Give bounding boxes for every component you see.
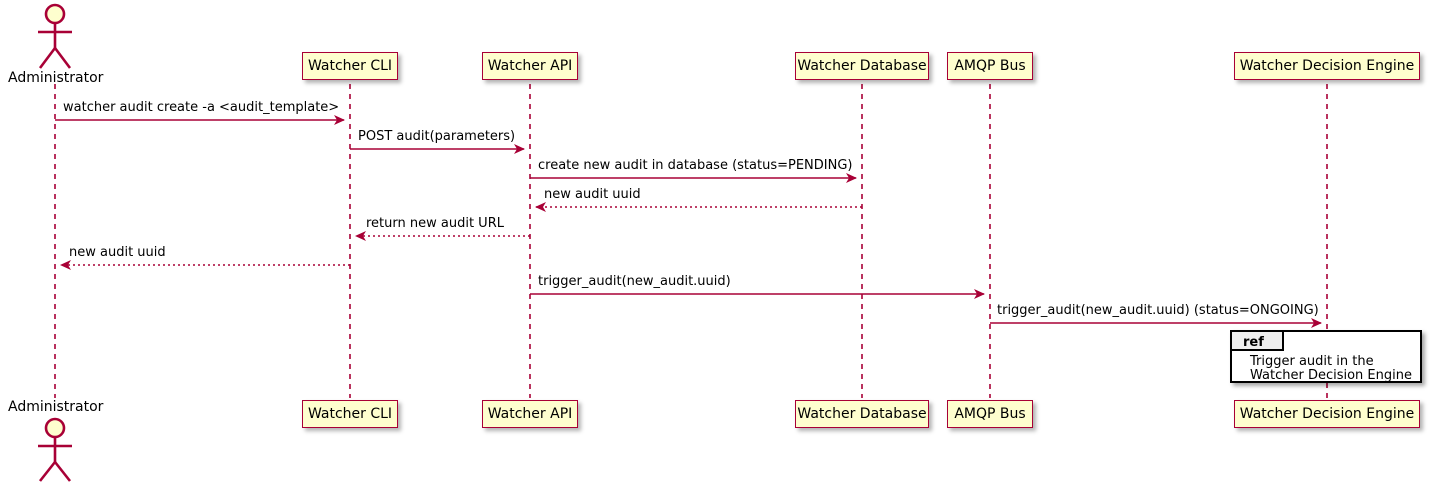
participant-box-amqp-bus-bottom[interactable]: AMQP Bus [947, 400, 1033, 428]
participant-box-watcher-decision-engine-top[interactable]: Watcher Decision Engine [1234, 52, 1420, 80]
actor-admin-bottom [38, 417, 72, 482]
ref-fragment-tab-label: ref [1243, 335, 1264, 350]
lifelines [54, 84, 1328, 398]
message-label-6: new audit uuid [69, 245, 166, 260]
message-label-4: new audit uuid [544, 187, 641, 202]
actor-label-admin-top: Administrator [8, 70, 104, 86]
message-label-7: trigger_audit(new_audit.uuid) [538, 274, 731, 289]
message-label-3: create new audit in database (status=PEN… [538, 158, 853, 173]
participant-box-watcher-cli-top[interactable]: Watcher CLI [302, 52, 398, 80]
participant-box-watcher-decision-engine-bottom[interactable]: Watcher Decision Engine [1234, 400, 1420, 428]
participant-box-watcher-database-bottom[interactable]: Watcher Database [795, 400, 929, 428]
ref-fragment-line-2: Watcher Decision Engine [1250, 368, 1412, 383]
message-label-1: watcher audit create -a <audit_template> [63, 100, 340, 115]
actor-admin-top [38, 3, 72, 69]
participant-box-watcher-api-top[interactable]: Watcher API [482, 52, 578, 80]
participant-box-watcher-api-bottom[interactable]: Watcher API [482, 400, 578, 428]
ref-fragment-line-1: Trigger audit in the [1250, 354, 1374, 369]
participant-box-watcher-cli-bottom[interactable]: Watcher CLI [302, 400, 398, 428]
ref-fragment-tab [1232, 332, 1284, 351]
message-label-5: return new audit URL [366, 216, 504, 231]
participant-box-amqp-bus-top[interactable]: AMQP Bus [947, 52, 1033, 80]
message-label-8: trigger_audit(new_audit.uuid) (status=ON… [997, 303, 1319, 318]
participant-box-watcher-database-top[interactable]: Watcher Database [795, 52, 929, 80]
actor-label-admin-bottom: Administrator [8, 399, 104, 415]
message-label-2: POST audit(parameters) [358, 129, 516, 144]
ref-fragment: ref Trigger audit in the Watcher Decisio… [1230, 330, 1422, 383]
